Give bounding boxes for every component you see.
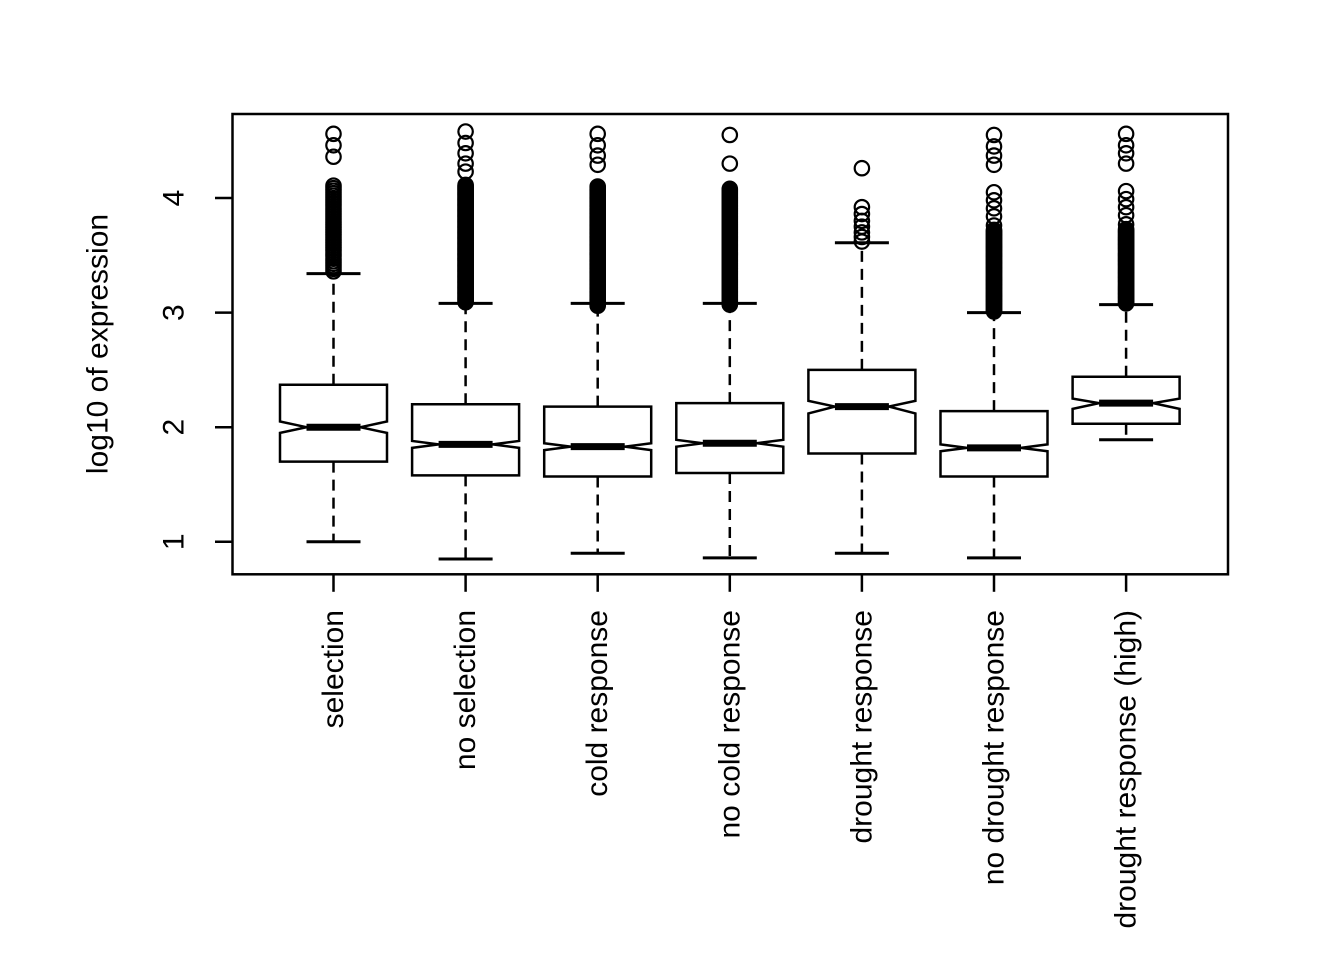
- outlier-point: [985, 147, 1003, 164]
- boxes-layer: [278, 368, 1181, 478]
- outlier-point: [457, 163, 474, 180]
- y-tick-label: 2: [158, 419, 191, 436]
- outlier-point: [325, 136, 342, 154]
- outlier-point: [721, 126, 739, 144]
- category-label: no cold response: [713, 610, 746, 839]
- outlier-point: [589, 147, 606, 164]
- outlier-point: [1117, 198, 1135, 216]
- outlier-point: [721, 180, 739, 198]
- outlier-point: [1117, 145, 1135, 162]
- outlier-point: [853, 218, 871, 235]
- outlier-point: [985, 208, 1003, 225]
- outlier-point: [985, 191, 1003, 209]
- outlier-point: [721, 155, 739, 172]
- y-axis-title: log10 of expression: [82, 214, 115, 474]
- y-tick-label: 4: [158, 190, 191, 207]
- box-body: [675, 401, 785, 475]
- y-tick-label: 3: [158, 304, 191, 321]
- box-body: [410, 403, 521, 477]
- outlier-point: [985, 217, 1003, 234]
- outlier-point: [1117, 155, 1135, 172]
- outlier-point: [853, 205, 871, 223]
- outlier-point: [325, 148, 342, 166]
- outlier-point: [853, 198, 871, 216]
- box-body: [278, 383, 389, 463]
- outlier-point: [457, 123, 474, 140]
- outlier-point: [457, 134, 474, 152]
- outlier-point: [589, 156, 606, 174]
- outlier-point: [457, 176, 474, 194]
- outlier-point: [853, 159, 871, 177]
- category-label: no selection: [449, 610, 482, 770]
- whiskers-layer: [306, 241, 1154, 561]
- outlier-point: [1117, 125, 1135, 143]
- outlier-point: [1117, 182, 1135, 200]
- outlier-point: [985, 126, 1003, 144]
- outlier-point: [1117, 206, 1135, 224]
- outlier-point: [985, 156, 1003, 174]
- outlier-point: [589, 178, 606, 195]
- category-label: drought response: [845, 610, 878, 844]
- outlier-point: [985, 200, 1003, 217]
- outlier-point: [1117, 190, 1135, 208]
- y-tick-label: 1: [158, 533, 191, 550]
- outlier-point: [1117, 136, 1135, 154]
- box-body: [542, 405, 653, 478]
- category-label: cold response: [581, 610, 614, 797]
- outlier-point: [853, 224, 871, 241]
- outlier-point: [325, 125, 342, 143]
- outlier-point: [457, 145, 474, 162]
- box-body: [939, 409, 1049, 478]
- box-body: [1071, 375, 1181, 426]
- outlier-point: [1117, 216, 1135, 233]
- category-label: drought response (high): [1110, 610, 1143, 929]
- outlier-point: [985, 138, 1003, 155]
- outlier-point: [457, 155, 474, 172]
- category-label: no drought response: [978, 610, 1011, 885]
- outlier-point: [589, 136, 606, 154]
- box-body: [807, 368, 917, 455]
- outliers-layer: [325, 123, 1135, 320]
- outlier-point: [985, 183, 1003, 201]
- outlier-point: [325, 177, 342, 194]
- category-label: selection: [317, 610, 350, 728]
- outlier-point: [589, 125, 606, 143]
- axes-layer: selection no selection cold response no col…: [158, 190, 1143, 929]
